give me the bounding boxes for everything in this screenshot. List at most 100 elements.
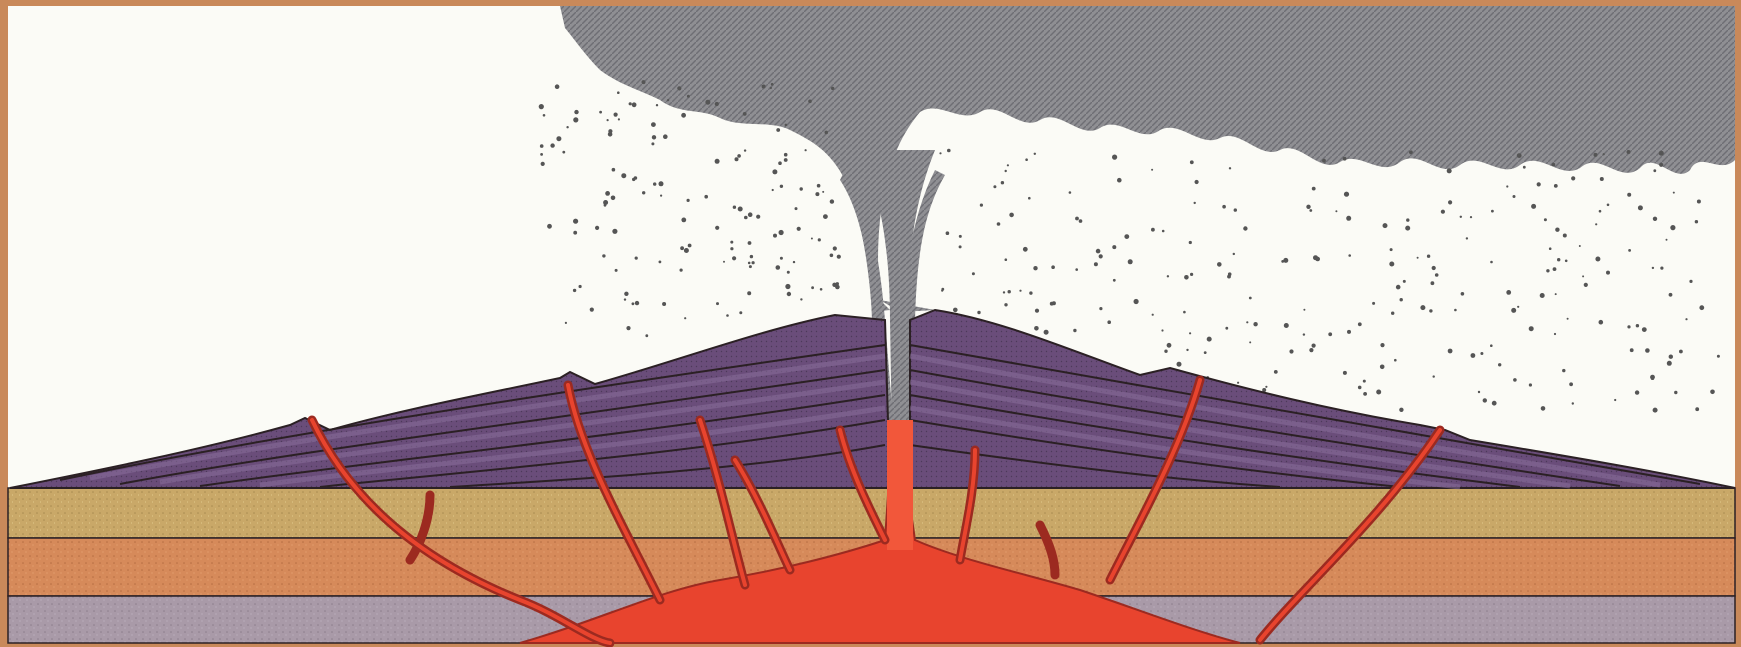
ash-particle — [624, 292, 628, 296]
ash-particle — [762, 85, 766, 89]
ash-particle — [1099, 254, 1103, 258]
ash-particle — [1113, 279, 1116, 282]
ash-particle — [1151, 169, 1153, 171]
ash-particle — [1134, 299, 1139, 304]
ash-particle — [730, 247, 733, 250]
ash-particle — [1079, 219, 1083, 223]
ash-particle — [573, 289, 576, 292]
ash-particle — [1023, 247, 1028, 252]
ash-particle — [540, 144, 544, 148]
ash-particle — [556, 136, 561, 141]
ash-particle — [1417, 257, 1419, 259]
ash-particle — [787, 271, 790, 274]
ash-particle — [659, 181, 664, 186]
ash-particle — [1207, 337, 1212, 342]
ash-particle — [656, 104, 658, 106]
ash-particle — [1343, 371, 1347, 375]
ash-particle — [1274, 370, 1278, 374]
ash-particle — [1184, 275, 1189, 280]
ash-particle — [579, 285, 582, 288]
ash-particle — [831, 87, 834, 90]
ash-particle — [1312, 344, 1316, 348]
ash-particle — [687, 95, 690, 98]
ash-particle — [800, 187, 803, 190]
ash-particle — [1265, 386, 1267, 388]
ash-particle — [652, 135, 656, 139]
ash-particle — [642, 80, 646, 84]
ash-particle — [947, 149, 951, 153]
ash-particle — [1470, 216, 1472, 218]
ash-particle — [614, 113, 618, 117]
ash-particle — [1603, 153, 1605, 155]
ash-particle — [653, 182, 656, 185]
ash-particle — [1003, 291, 1005, 293]
ash-particle — [687, 199, 690, 202]
ash-particle — [980, 204, 983, 207]
ash-particle — [1554, 184, 1558, 188]
ash-particle — [726, 314, 729, 317]
ash-particle — [1167, 343, 1172, 348]
ash-particle — [684, 317, 686, 319]
ash-particle — [1107, 320, 1111, 324]
ash-particle — [1161, 329, 1163, 331]
ash-particle — [1348, 254, 1351, 257]
ash-particle — [1034, 153, 1036, 155]
ash-particle — [959, 235, 962, 238]
ash-particle — [1651, 376, 1655, 380]
ash-particle — [612, 229, 617, 234]
ash-particle — [1540, 293, 1545, 298]
ash-particle — [612, 168, 616, 172]
ash-particle — [1376, 390, 1381, 395]
ash-particle — [539, 104, 544, 109]
ash-particle — [785, 124, 788, 127]
ash-particle — [1490, 261, 1493, 264]
ash-particle — [1344, 192, 1349, 197]
ash-particle — [830, 199, 834, 203]
ash-particle — [651, 122, 656, 127]
ash-particle — [1635, 390, 1639, 394]
ash-particle — [635, 301, 639, 305]
ash-particle — [1498, 363, 1501, 366]
ash-particle — [1183, 311, 1186, 314]
ash-particle — [780, 257, 783, 260]
ash-particle — [1358, 322, 1362, 326]
ash-particle — [1249, 341, 1251, 343]
ash-particle — [663, 134, 668, 139]
ash-particle — [1653, 169, 1656, 172]
ash-particle — [756, 215, 760, 219]
ash-particle — [604, 204, 607, 207]
ash-particle — [1699, 305, 1704, 310]
ash-particle — [811, 238, 813, 240]
ash-particle — [1249, 297, 1252, 300]
ash-particle — [562, 151, 565, 154]
ash-particle — [1050, 302, 1054, 306]
ash-particle — [632, 102, 637, 107]
ash-particle — [776, 265, 781, 270]
ash-particle — [1313, 255, 1318, 260]
ash-particle — [785, 284, 790, 289]
ash-particle — [1552, 163, 1556, 167]
ash-particle — [941, 288, 944, 291]
ash-particle — [1628, 249, 1631, 252]
ash-particle — [1343, 157, 1347, 161]
ash-particle — [1217, 262, 1222, 267]
ash-particle — [590, 308, 594, 312]
ash-particle — [823, 214, 828, 219]
ash-particle — [1309, 348, 1313, 352]
ash-particle — [744, 149, 746, 151]
ash-particle — [1447, 168, 1452, 173]
ash-particle — [1599, 320, 1604, 325]
ash-particle — [1466, 237, 1468, 239]
ash-particle — [749, 265, 752, 268]
ash-particle — [602, 254, 605, 257]
ash-particle — [1695, 220, 1698, 223]
ash-particle — [1529, 383, 1532, 386]
ash-particle — [1253, 322, 1257, 326]
ash-particle — [1567, 318, 1569, 320]
ash-particle — [1372, 302, 1375, 305]
ash-particle — [1025, 158, 1028, 161]
ash-particle — [1390, 248, 1393, 251]
ash-particle — [1033, 266, 1037, 270]
